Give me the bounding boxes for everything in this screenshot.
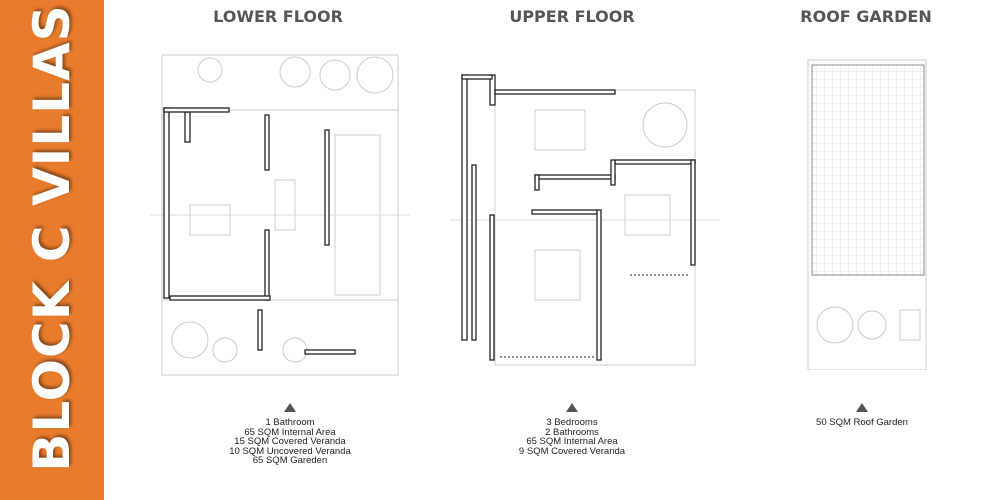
- upper-floor-marker-icon: [566, 403, 578, 412]
- lower-floor-plan: [150, 54, 410, 376]
- lower-floor-features: 1 Bathroom 65 SQM Internal Area 15 SQM C…: [229, 418, 350, 466]
- feature-text: 65 SQM Internal Area: [526, 436, 618, 448]
- feature-text: 50 SQM Roof Garden: [816, 417, 908, 428]
- upper-floor-heading: UPPER FLOOR: [509, 7, 635, 26]
- roof-garden-heading: ROOF GARDEN: [800, 7, 932, 26]
- roof-garden-marker-icon: [856, 403, 868, 412]
- title-banner: BLOCK C VILLAS: [0, 0, 104, 500]
- feature-text: 3 Bedrooms: [546, 417, 598, 428]
- roof-garden-plan: [807, 59, 927, 370]
- upper-floor-features: 3 Bedrooms 2 Bathrooms 65 SQM Internal A…: [519, 418, 625, 456]
- feature-text: 2 Bathrooms: [545, 426, 599, 438]
- feature-text: 65 SQM Internal Area: [244, 426, 336, 438]
- lower-floor-marker-icon: [284, 403, 296, 412]
- lower-floor-heading: LOWER FLOOR: [213, 7, 343, 26]
- feature-text: 1 Bathroom: [265, 417, 315, 428]
- page-title: BLOCK C VILLAS: [23, 4, 81, 472]
- feature-text: 65 SQM Gareden: [252, 455, 328, 467]
- feature-text: 10 SQM Uncovered Veranda: [229, 445, 351, 457]
- roof-garden-features: 50 SQM Roof Garden: [816, 418, 908, 428]
- feature-text: 15 SQM Covered Veranda: [234, 436, 346, 448]
- feature-text: 9 SQM Covered Veranda: [518, 445, 626, 457]
- upper-floor-plan: [450, 74, 720, 366]
